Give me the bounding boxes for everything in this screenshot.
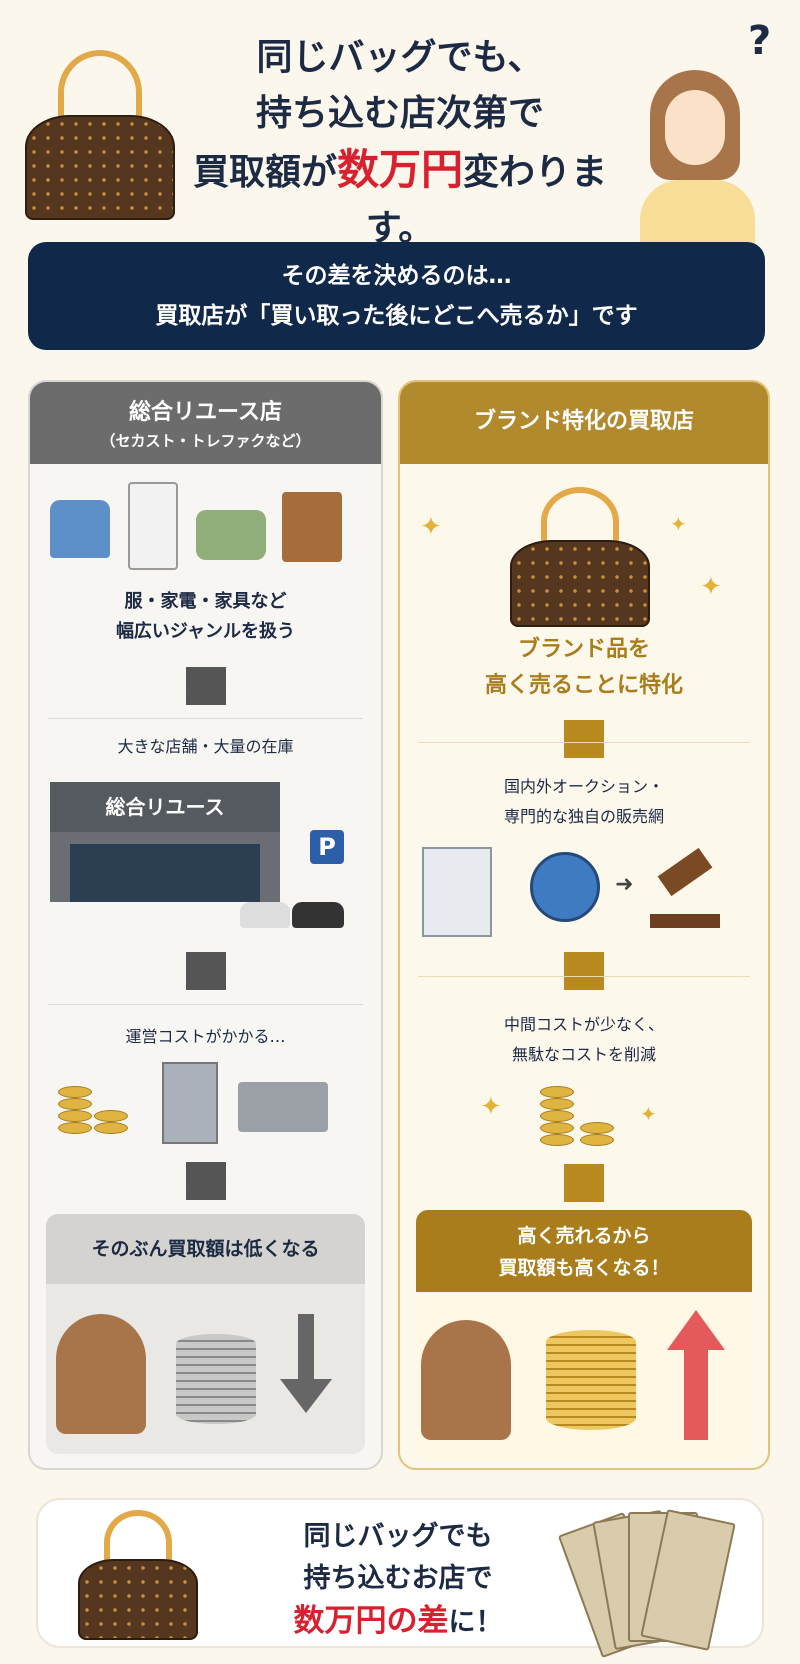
summary-box: 同じバッグでも 持ち込むお店で 数万円の差に！ bbox=[36, 1498, 764, 1659]
summary-line-3: 数万円の差に！ bbox=[268, 1600, 528, 1644]
step3-text: 運営コストがかかる… bbox=[125, 1027, 286, 1046]
car-icon bbox=[240, 902, 290, 928]
step1-text: 服・家電・家具など幅広いジャンルを扱う bbox=[30, 587, 381, 647]
text-line: 高く売ることに特化 bbox=[484, 673, 683, 698]
fridge-icon bbox=[128, 482, 178, 570]
sparkle-icon: ✦ bbox=[480, 1092, 502, 1122]
divider bbox=[48, 1004, 363, 1005]
sad-woman-illustration bbox=[56, 1314, 146, 1434]
bag-illustration bbox=[78, 1510, 198, 1640]
globe-icon bbox=[530, 852, 600, 922]
coin-stack-gold-icon bbox=[546, 1330, 636, 1430]
step2-text: 大きな店舗・大量の在庫 bbox=[117, 737, 294, 756]
banner-line-2: 買取店が「買い取った後にどこへ売るか」です bbox=[155, 303, 638, 329]
coin-stack-gray-icon bbox=[176, 1334, 256, 1424]
up-arrow-big-icon bbox=[667, 1310, 725, 1440]
divider bbox=[48, 718, 363, 719]
card-header: 総合リユース店 （セカスト・トレファクなど） bbox=[30, 382, 381, 464]
bag-illustration bbox=[510, 487, 650, 627]
step2-text: 国内外オークション・専門的な独自の販売網 bbox=[400, 772, 768, 832]
down-arrow-icon bbox=[564, 720, 604, 758]
banner: その差を決めるのは… 買取店が「買い取った後にどこへ売るか」です bbox=[28, 242, 765, 350]
title-line-1: 同じバッグでも、 bbox=[256, 37, 544, 78]
office-building-icon bbox=[162, 1062, 218, 1144]
title-highlight: 数万円 bbox=[336, 145, 463, 194]
result-text: 高く売れるから買取額も高くなる！ bbox=[416, 1210, 752, 1292]
general-reuse-card: 総合リユース店 （セカスト・トレファクなど） 服・家電・家具など幅広いジャンルを扱… bbox=[28, 380, 383, 1470]
card-subtitle: （セカスト・トレファクなど） bbox=[100, 432, 311, 450]
sofa-icon bbox=[196, 510, 266, 560]
text-line: ブランド品を bbox=[517, 637, 650, 662]
bag-illustration bbox=[25, 50, 175, 220]
text-line: 買取額も高くなる！ bbox=[498, 1257, 670, 1279]
gavel-icon bbox=[650, 847, 730, 932]
divider bbox=[418, 742, 750, 743]
banner-line-1: その差を決めるのは… bbox=[281, 263, 512, 289]
question-mark: ? bbox=[748, 18, 772, 64]
thinking-woman-illustration bbox=[630, 60, 760, 245]
coins-icon bbox=[58, 1072, 138, 1142]
dresser-icon bbox=[282, 492, 342, 562]
car-icon bbox=[292, 902, 344, 928]
down-arrow-icon bbox=[185, 1162, 226, 1200]
arrow-right-icon: ➜ bbox=[615, 872, 634, 897]
text-line: 無駄なコストを削減 bbox=[511, 1045, 656, 1064]
down-arrow-icon bbox=[564, 1164, 604, 1202]
divider bbox=[418, 976, 750, 977]
title-line-2: 持ち込む店次第で bbox=[255, 93, 544, 134]
down-arrow-big-icon bbox=[280, 1314, 332, 1414]
title-text: 変わります。 bbox=[365, 152, 608, 249]
text-line: 服・家電・家具など bbox=[124, 591, 287, 612]
text-line: 幅広いジャンルを扱う bbox=[115, 621, 296, 642]
sparkle-icon: ✦ bbox=[700, 572, 722, 602]
parking-sign: P bbox=[310, 830, 344, 864]
step3-text: 中間コストが少なく、無駄なコストを削減 bbox=[400, 1010, 768, 1070]
text-line: 国内外オークション・ bbox=[503, 777, 664, 796]
text-line: 中間コストが少なく、 bbox=[503, 1015, 664, 1034]
brand-specialist-card: ブランド特化の買取店 ✦ ✦ ✦ ブランド品を高く売ることに特化 国内外オークシ… bbox=[398, 380, 770, 1470]
coins-icon bbox=[540, 1082, 630, 1154]
summary-text-end: に！ bbox=[448, 1607, 503, 1638]
down-arrow-icon bbox=[185, 952, 226, 990]
step1-text: ブランド品を高く売ることに特化 bbox=[400, 632, 768, 704]
sparkle-icon: ✦ bbox=[420, 512, 442, 542]
title-line-3: 買取額が数万円変わります。 bbox=[170, 142, 630, 257]
card-title: 総合リユース店 bbox=[129, 400, 282, 425]
result-box: 高く売れるから買取額も高くなる！ bbox=[416, 1210, 752, 1460]
result-box: そのぶん買取額は低くなる bbox=[46, 1214, 365, 1454]
store-building-illustration: 総合リユース bbox=[50, 782, 280, 902]
shirt-icon bbox=[50, 500, 110, 558]
sparkle-icon: ✦ bbox=[640, 1102, 657, 1126]
store-sign: 総合リユース bbox=[50, 782, 280, 832]
title-text: 買取額が bbox=[192, 152, 337, 193]
sparkle-icon: ✦ bbox=[670, 512, 687, 536]
card-title: ブランド特化の買取店 bbox=[400, 382, 768, 464]
office-building-icon bbox=[422, 847, 492, 937]
result-text: そのぶん買取額は低くなる bbox=[46, 1214, 365, 1284]
page-title: 同じバッグでも、 持ち込む店次第で 買取額が数万円変わります。 bbox=[170, 30, 630, 257]
summary-line-1: 同じバッグでも bbox=[303, 1521, 493, 1552]
summary-text: 同じバッグでも 持ち込むお店で 数万円の差に！ bbox=[268, 1516, 528, 1644]
happy-woman-illustration bbox=[421, 1320, 511, 1440]
text-line: 専門的な独自の販売網 bbox=[503, 807, 664, 826]
summary-highlight: 数万円の差 bbox=[293, 1603, 449, 1639]
text-line: 高く売れるから bbox=[517, 1225, 651, 1247]
summary-line-2: 持ち込むお店で bbox=[303, 1563, 493, 1594]
truck-icon bbox=[238, 1082, 328, 1132]
down-arrow-icon bbox=[564, 952, 604, 990]
down-arrow-icon bbox=[185, 667, 226, 705]
